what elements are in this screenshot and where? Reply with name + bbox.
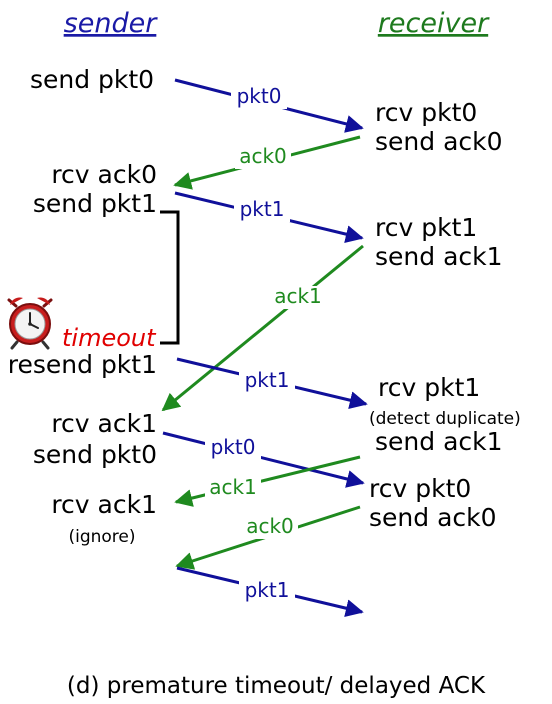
- sender-header: sender: [64, 8, 159, 39]
- receiver-header: receiver: [378, 8, 490, 39]
- receiver-rcv-pkt0: rcv pkt0: [375, 98, 477, 127]
- receiver-detect-duplicate: (detect duplicate): [369, 409, 521, 429]
- message-label-bg-9: [239, 580, 295, 603]
- sender-rcv-ack1: rcv ack1: [51, 409, 157, 438]
- receiver-send-ack1-again: send ack1: [375, 427, 503, 456]
- sender-rcv-ack1-ignored: rcv ack1: [51, 490, 157, 519]
- sender-resend-pkt1: resend pkt1: [8, 350, 157, 379]
- sender-send-pkt1: send pkt1: [33, 189, 157, 218]
- message-arrow-ack1-4: [161, 244, 364, 412]
- receiver-send-ack1: send ack1: [375, 242, 503, 271]
- message-label-ack0-2: ack0: [239, 144, 287, 168]
- message-label-pkt0-1: pkt0: [237, 84, 282, 108]
- figure-caption: (d) premature timeout/ delayed ACK: [67, 673, 486, 699]
- message-label-ack0-8: ack0: [246, 514, 294, 538]
- receiver-send-ack0-again: send ack0: [369, 503, 497, 532]
- message-label-bg-1: [231, 86, 287, 109]
- timeout-interval-bracket: [160, 210, 180, 345]
- sender-send-pkt0: send pkt0: [30, 65, 154, 94]
- message-label-bg-5: [239, 370, 295, 393]
- message-label-bg-7: [205, 477, 261, 500]
- message-label-pkt1-9: pkt1: [245, 578, 290, 602]
- receiver-send-ack0: send ack0: [375, 127, 503, 156]
- receiver-rcv-pkt1: rcv pkt1: [375, 213, 477, 242]
- messages-layer: pkt0 ack0 pkt1 ack1 pkt1 pkt0 ack1 ack0 pkt1: [161, 78, 368, 618]
- message-label-pkt1-3: pkt1: [240, 197, 285, 221]
- message-label-pkt1-5: pkt1: [245, 368, 290, 392]
- sender-ignore-note: (ignore): [68, 527, 135, 547]
- message-label-pkt0-6: pkt0: [211, 435, 256, 459]
- sender-send-pkt0-again: send pkt0: [33, 440, 157, 469]
- message-label-bg-2: [235, 146, 291, 169]
- message-label-ack1-7: ack1: [209, 475, 257, 499]
- message-label-bg-4: [270, 286, 326, 309]
- alarm-clock-icon: [7, 297, 53, 350]
- timeout-label: timeout: [62, 324, 157, 352]
- message-label-ack1-4: ack1: [274, 284, 322, 308]
- message-label-bg-8: [242, 516, 298, 539]
- receiver-rcv-pkt1-dup: rcv pkt1: [378, 373, 480, 402]
- receiver-rcv-pkt0: rcv pkt0: [369, 474, 471, 503]
- message-arrow-ack1-7: [174, 455, 361, 507]
- message-label-bg-6: [205, 437, 261, 460]
- message-label-bg-3: [234, 199, 290, 222]
- message-arrow-pkt0-6: [162, 431, 365, 488]
- sender-rcv-ack0: rcv ack0: [51, 160, 157, 189]
